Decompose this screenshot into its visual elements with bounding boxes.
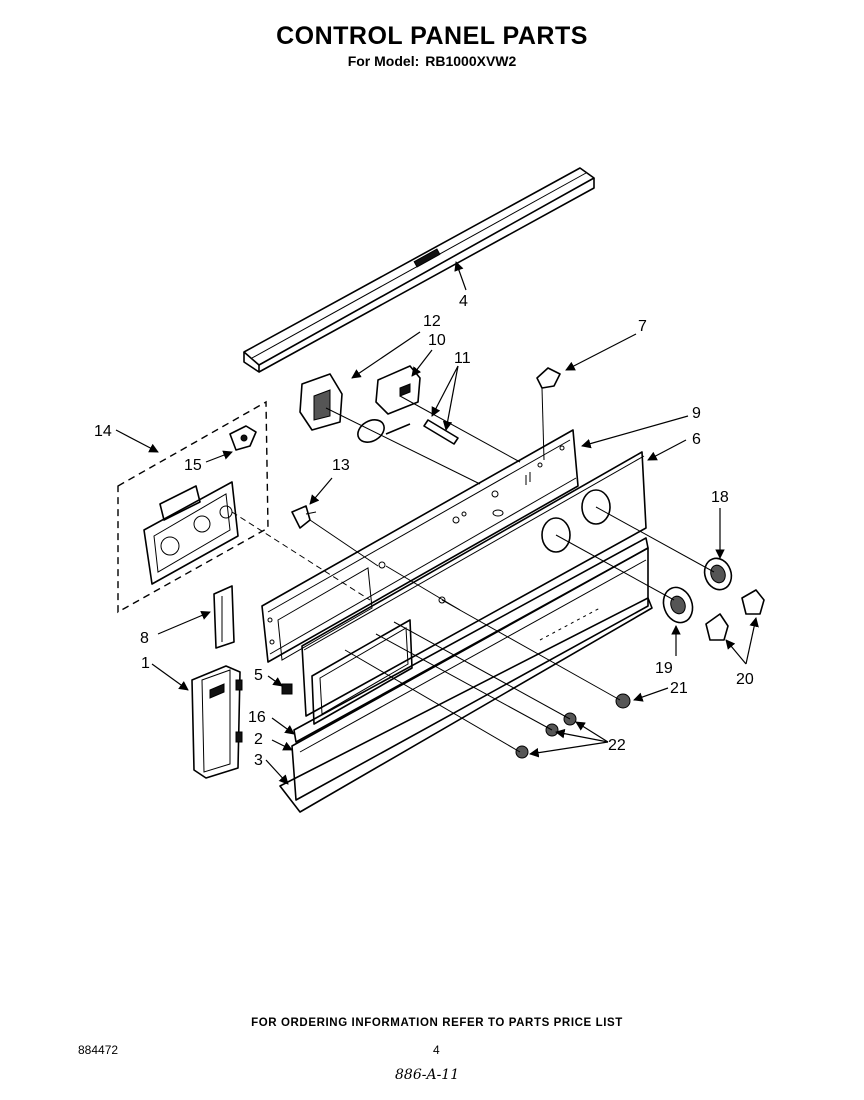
part-18-bezel [703, 557, 733, 591]
part-20-knob-a [741, 589, 765, 615]
handwritten-note: 886-A-11 [395, 1067, 460, 1083]
part-19-bezel [662, 586, 694, 624]
model-number: RB1000XVW2 [425, 53, 517, 69]
part-4-top-trim [243, 167, 595, 373]
model-subtitle: For Model: RB1000XVW2 [0, 53, 864, 69]
part-5-block [281, 683, 293, 695]
callout-7: 7 [638, 318, 647, 335]
callout-5: 5 [254, 667, 263, 684]
callout-19: 19 [655, 660, 673, 677]
callout-1: 1 [141, 655, 150, 672]
part-20-knob-b [705, 613, 729, 641]
callout-3: 3 [254, 752, 263, 769]
page-title: CONTROL PANEL PARTS [276, 22, 588, 50]
callout-21: 21 [670, 680, 688, 697]
callout-12: 12 [423, 313, 441, 330]
callout-18: 18 [711, 489, 729, 506]
part-22-nuts [515, 712, 577, 759]
page-number: 4 [433, 1043, 440, 1057]
callout-9: 9 [692, 405, 701, 422]
callout-8: 8 [140, 630, 149, 647]
ordering-note: FOR ORDERING INFORMATION REFER TO PARTS … [251, 1017, 623, 1029]
callout-16: 16 [248, 709, 266, 726]
model-prefix: For Model: [347, 53, 420, 69]
part-9-bracket [261, 429, 579, 663]
mounting-lines [231, 387, 715, 753]
callout-22: 22 [608, 737, 626, 754]
part-12-switch [299, 373, 343, 431]
callout-14: 14 [94, 423, 112, 440]
part-15-knob [229, 425, 257, 451]
part-2-trim [291, 547, 649, 801]
callout-20: 20 [736, 671, 754, 688]
callout-2: 2 [254, 731, 263, 748]
callout-4: 4 [459, 293, 468, 310]
part-21-nut [615, 693, 631, 709]
document-number: 884472 [78, 1043, 119, 1057]
part-7-clip [536, 367, 561, 389]
part-11-sensor [357, 419, 459, 445]
callout-13: 13 [332, 457, 350, 474]
callout-labels: 4 12 10 11 7 9 6 14 15 13 18 8 1 5 19 20… [94, 293, 754, 769]
part-13-small-switch [291, 505, 317, 529]
leader-lines [115, 261, 759, 785]
callout-15: 15 [184, 457, 202, 474]
part-6-control-panel [301, 451, 647, 725]
callout-11: 11 [454, 350, 471, 367]
part-16-trim [293, 537, 649, 743]
part-8-bracket [213, 585, 235, 649]
callout-6: 6 [692, 431, 701, 448]
callout-10: 10 [428, 332, 446, 349]
part-14-timer-assembly [117, 400, 269, 614]
part-1-switch [191, 665, 243, 779]
part-10-switch [375, 365, 421, 415]
part-3-bottom-trim [279, 597, 653, 813]
